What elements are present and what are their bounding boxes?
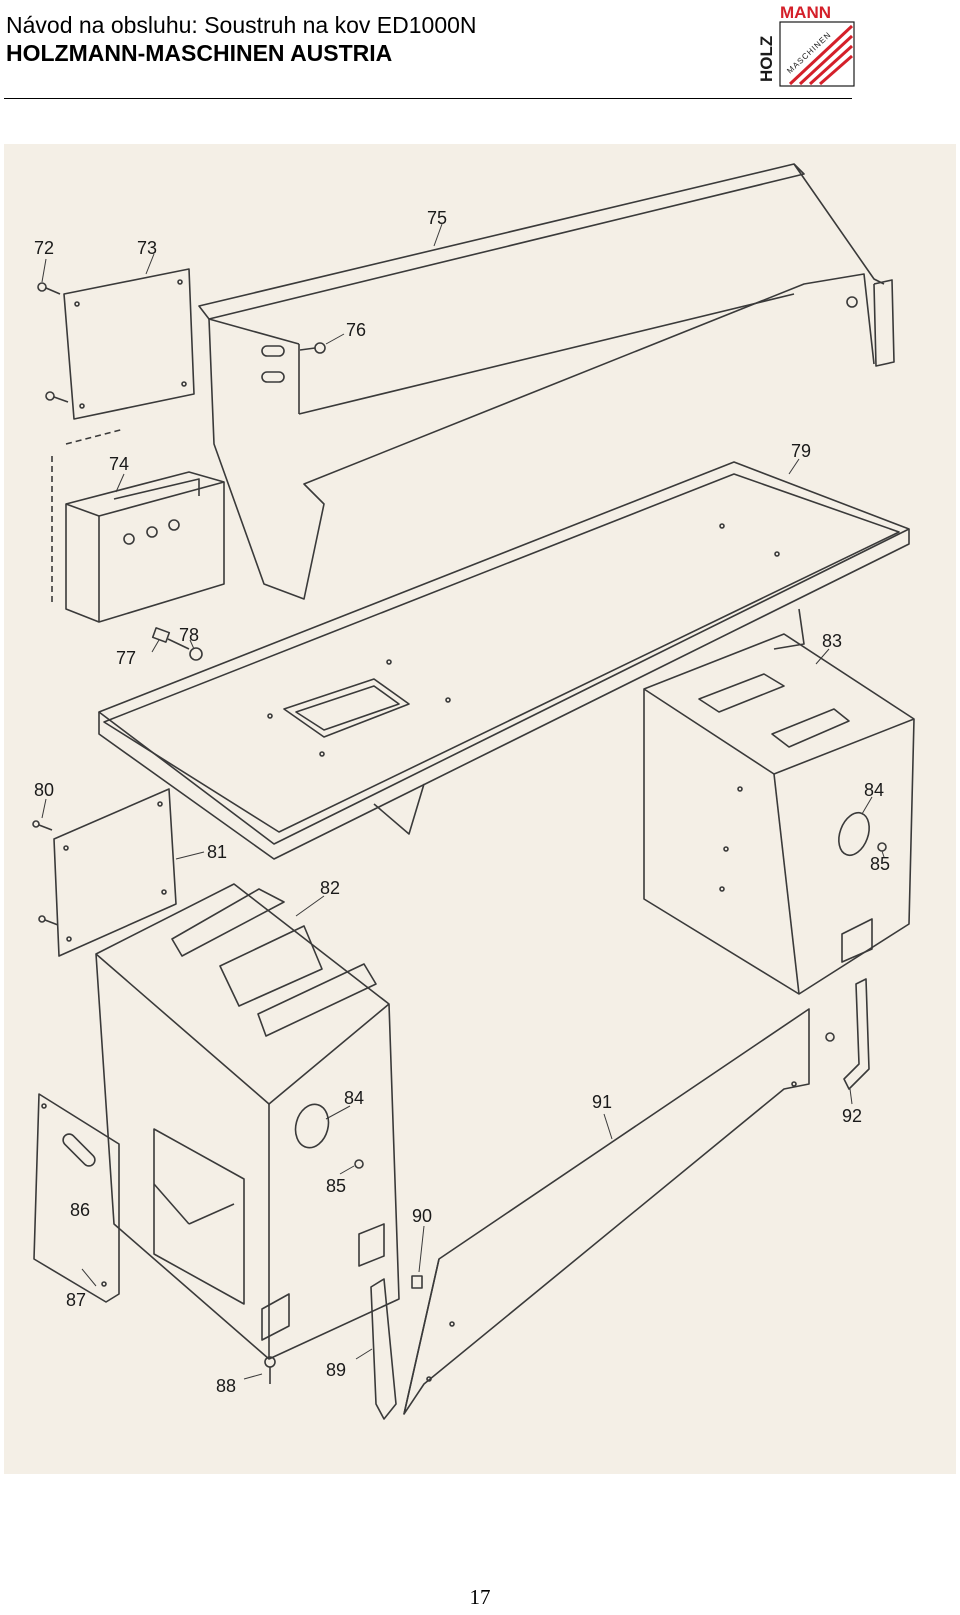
header-rule	[4, 98, 852, 99]
callout-85-left: 85	[326, 1176, 346, 1196]
callout-75: 75	[427, 208, 447, 228]
part-91-front-plate	[403, 1008, 810, 1415]
logo-stripes	[788, 24, 854, 86]
part-85-screws	[354, 1032, 835, 1169]
page-number: 17	[469, 1585, 491, 1609]
part-86-87-door	[33, 1093, 120, 1303]
callout-82: 82	[320, 878, 340, 898]
part-77-78-bolt	[151, 627, 203, 661]
callout-81: 81	[207, 842, 227, 862]
holzmann-logo: MANN HOLZ MASCHINEN	[760, 2, 856, 88]
callout-88: 88	[216, 1376, 236, 1396]
leader-lines	[41, 223, 885, 1380]
callout-83: 83	[822, 631, 842, 651]
callout-84-left: 84	[344, 1088, 364, 1108]
callout-84-right: 84	[864, 780, 884, 800]
part-73-cover	[63, 268, 195, 420]
callout-76: 76	[346, 320, 366, 340]
part-82-left-cabinet	[95, 883, 400, 1360]
part-79-chip-tray	[98, 461, 910, 860]
callout-80: 80	[34, 780, 54, 800]
callout-85-right: 85	[870, 854, 890, 874]
part-90-screw	[411, 1275, 423, 1289]
callout-labels: 72 73 74 75 76 77 78 79 80 81 82 83 84 8…	[34, 208, 890, 1396]
part-92-bracket	[843, 978, 870, 1090]
part-81-side-plate	[53, 788, 177, 957]
callout-74: 74	[109, 454, 129, 474]
exploded-parts-diagram: 72 73 74 75 76 77 78 79 80 81 82 83 84 8…	[4, 144, 956, 1474]
callout-92: 92	[842, 1106, 862, 1126]
callout-91: 91	[592, 1092, 612, 1112]
callout-72: 72	[34, 238, 54, 258]
part-74-box	[51, 428, 225, 623]
header-title: Návod na obsluhu: Soustruh na kov ED1000…	[6, 12, 477, 38]
diagram-paper	[4, 144, 956, 1474]
callout-86: 86	[70, 1200, 90, 1220]
part-88-screw	[264, 1356, 276, 1384]
logo-word-holz: HOLZ	[760, 36, 776, 82]
part-76-bolt	[299, 342, 326, 354]
callout-77: 77	[116, 648, 136, 668]
callout-90: 90	[412, 1206, 432, 1226]
header-company: HOLZMANN-MASCHINEN AUSTRIA	[6, 40, 393, 66]
callout-73: 73	[137, 238, 157, 258]
callout-87: 87	[66, 1290, 86, 1310]
part-72-screws	[37, 282, 69, 403]
part-80-screws	[32, 820, 59, 926]
callout-79: 79	[791, 441, 811, 461]
callout-78: 78	[179, 625, 199, 645]
part-89-bracket	[370, 1278, 397, 1420]
part-83-right-cabinet	[643, 633, 915, 995]
callout-89: 89	[326, 1360, 346, 1380]
part-75-splash-guard	[198, 163, 895, 600]
logo-word-mann: MANN	[780, 3, 831, 22]
